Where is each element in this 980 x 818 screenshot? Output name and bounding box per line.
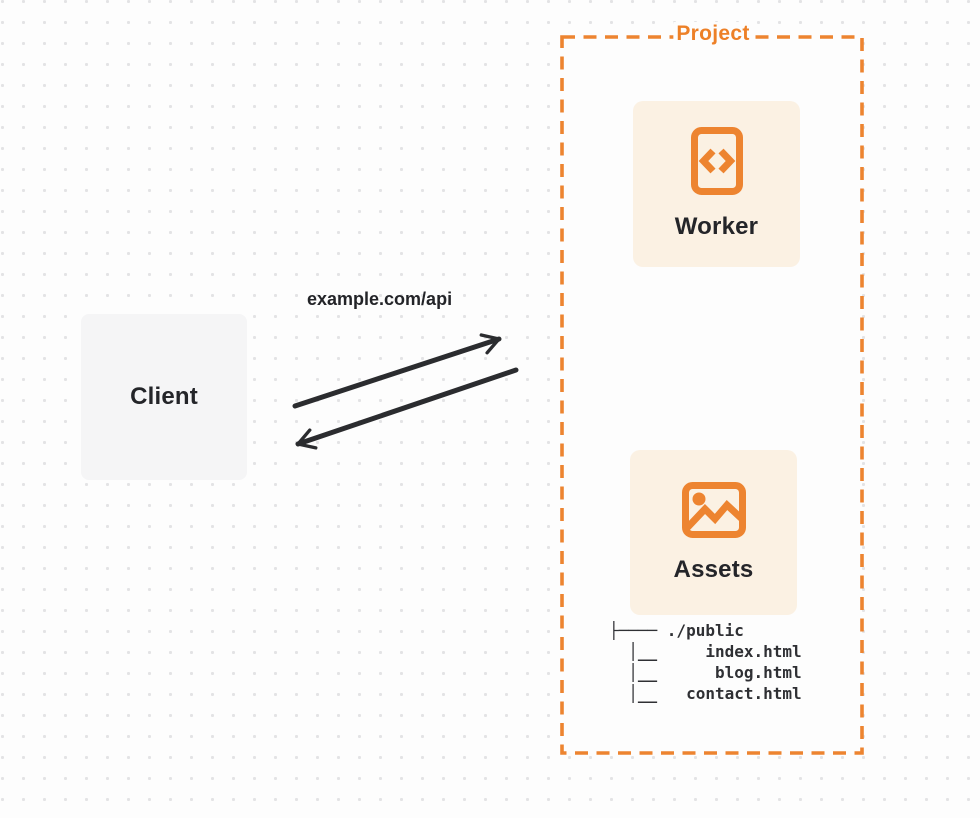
request-url-label: example.com/api — [307, 289, 453, 309]
client-label: Client — [130, 383, 198, 410]
code-file-icon — [690, 127, 743, 195]
tree-root: ├──── ./public — [609, 621, 744, 640]
assets-label: Assets — [673, 555, 754, 583]
assets-node: Assets — [630, 450, 797, 615]
request-arrow — [292, 333, 502, 409]
tree-file-index: │__ index.html — [609, 642, 802, 661]
response-arrow — [295, 367, 519, 450]
project-title: Project — [673, 22, 753, 47]
worker-label: Worker — [674, 213, 759, 240]
client-node: Client — [81, 314, 247, 480]
worker-node: Worker — [633, 101, 800, 267]
tree-file-contact: │__ contact.html — [609, 684, 802, 703]
tree-file-blog: │__ blog.html — [609, 663, 802, 682]
image-icon — [681, 481, 746, 538]
assets-file-tree: ├──── ./public │__ index.html │__ blog.h… — [609, 620, 802, 704]
